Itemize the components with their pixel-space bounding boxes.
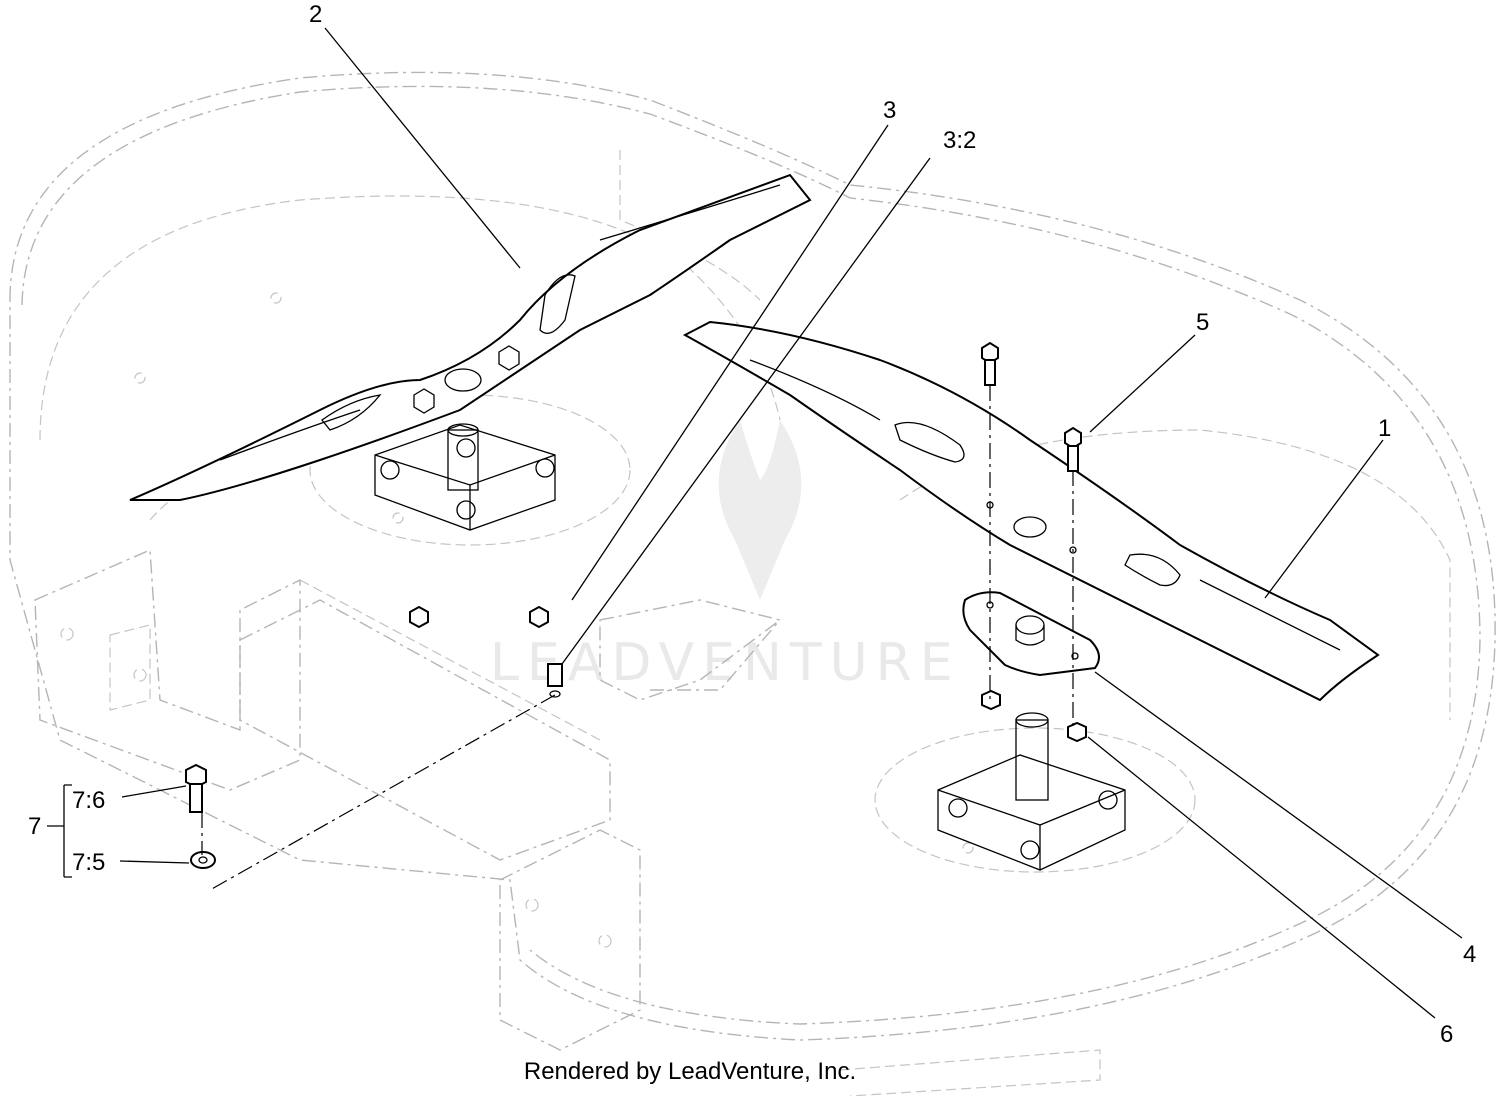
callout-7-5: 7:5 — [72, 849, 105, 876]
left-spindle — [374, 423, 556, 531]
callout-labels: 2 3 3:2 5 1 4 6 7 7:6 7:5 — [28, 1, 1476, 1048]
blade-adapter — [962, 591, 1100, 677]
right-blade — [682, 320, 1380, 702]
callout-3-2: 3:2 — [943, 127, 976, 154]
callout-2: 2 — [309, 1, 322, 28]
callout-6: 6 — [1440, 1021, 1453, 1048]
right-spindle — [937, 712, 1126, 871]
callout-3: 3 — [883, 97, 896, 124]
leadventure-watermark: LEADVENTURE — [490, 420, 961, 693]
callout-1: 1 — [1378, 415, 1391, 442]
left-blade — [129, 173, 812, 501]
watermark-text: LEADVENTURE — [490, 633, 961, 693]
fasteners — [185, 341, 1087, 891]
callout-5: 5 — [1196, 309, 1209, 336]
leader-lines — [47, 27, 1463, 1019]
callout-7: 7 — [28, 813, 41, 840]
callout-7-6: 7:6 — [72, 787, 105, 814]
render-credit: Rendered by LeadVenture, Inc. — [523, 1058, 857, 1085]
callout-4: 4 — [1463, 941, 1476, 968]
mower-deck-housing — [9, 71, 1496, 1096]
